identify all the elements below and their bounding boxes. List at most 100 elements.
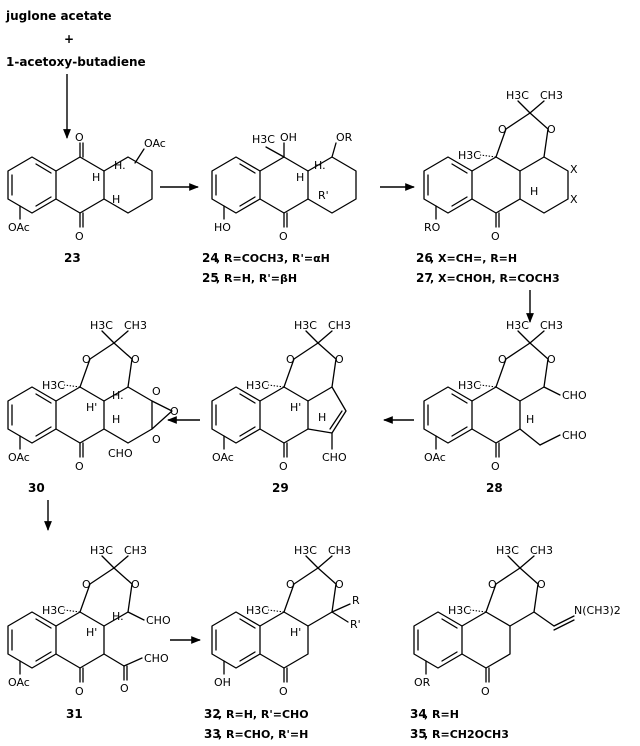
carbonyl-o: O [279, 685, 288, 698]
carbonyl-o: O [75, 460, 84, 473]
ring-o: O [547, 353, 556, 366]
compound-number-33: 33 [204, 727, 221, 741]
structure-26-27: H3C CH3 O O H3C X X H O RO [423, 89, 578, 243]
structure-23: O O H. OAc H H OAc [7, 131, 166, 243]
carbonyl-o: O [75, 685, 84, 698]
carbonyl-o: O [279, 460, 288, 473]
cho-label: CHO [562, 389, 587, 402]
ozonide-o: O [152, 385, 161, 398]
r-label: R [352, 594, 360, 607]
ring-o: O [498, 123, 507, 136]
methyl-label: CH3 [124, 319, 147, 332]
h-label: H. [112, 610, 124, 623]
methyl-label: CH3 [530, 544, 553, 557]
methyl-label: H3C [496, 544, 519, 557]
compound-number-25: 25 [202, 271, 219, 285]
oac-label: OAc [212, 451, 234, 464]
ring-o: O [488, 578, 497, 591]
ring-o: O [335, 578, 344, 591]
x-label: X [570, 193, 578, 206]
cho-label: CHO [108, 447, 133, 460]
carbonyl-o: O [491, 460, 500, 473]
compound-number-31: 31 [66, 707, 83, 721]
ring-o: O [537, 578, 546, 591]
methyl-label: CH3 [328, 544, 351, 557]
h-label: H [530, 185, 538, 198]
carbonyl-o: O [279, 230, 288, 243]
reactant-acetoxy-butadiene: 1-acetoxy-butadiene [6, 55, 146, 69]
h-label: H [526, 413, 534, 426]
or-label: OR [336, 131, 353, 144]
x-label: X [570, 163, 578, 176]
ozonide-o: O [152, 433, 161, 446]
methyl-label: H3C [448, 604, 471, 617]
methyl-label: H3C [252, 133, 275, 146]
carbonyl-o: O [481, 685, 490, 698]
h-label: H' [86, 626, 97, 639]
or-label: OR [414, 676, 431, 689]
h-label: H [296, 171, 304, 184]
r-prime-label: R' [350, 618, 361, 631]
oh-label: OH [214, 676, 231, 689]
compound-caption-25: , R=H, R'=βH [216, 272, 297, 285]
compound-caption-27: , X=CHOH, R=COCH3 [430, 272, 560, 285]
h-label: H. [112, 389, 124, 402]
structure-24-25: H3C OH H. OR H R' O HO [211, 131, 357, 243]
compound-number-28: 28 [486, 481, 503, 495]
ring-o: O [286, 353, 295, 366]
compound-caption-32: , R=H, R'=CHO [218, 708, 309, 721]
ring-o: O [82, 353, 91, 366]
methyl-label: H3C [506, 319, 529, 332]
carbonyl-o: O [75, 131, 84, 144]
structure-28: H3C CH3 O O H3C CHO CHO H O OAc [423, 319, 587, 473]
methyl-label: CH3 [124, 544, 147, 557]
methyl-label: H3C [506, 89, 529, 102]
oh-label: OH [280, 131, 297, 144]
ring-o: O [82, 578, 91, 591]
keto-o: O [120, 682, 129, 695]
methyl-label: H3C [458, 149, 481, 162]
dimethylamino-label: N(CH3)2 [574, 604, 621, 617]
compound-caption-26: , X=CH=, R=H [430, 252, 517, 265]
oac-label: OAc [8, 221, 30, 234]
ring-o: O [131, 353, 140, 366]
compound-caption-33: , R=CHO, R'=H [218, 728, 308, 741]
h-label: H [112, 413, 120, 426]
h-label: H [318, 411, 326, 424]
ho-label: HO [214, 221, 231, 234]
oac-label: OAc [144, 137, 166, 150]
methyl-label: H3C [42, 379, 65, 392]
ring-o: O [286, 578, 295, 591]
methyl-label: H3C [42, 604, 65, 617]
cho-label: CHO [146, 614, 171, 627]
methyl-label: CH3 [540, 89, 563, 102]
structure-32-33: H3C CH3 O O H3C H' R R' O OH [211, 544, 361, 698]
methyl-label: H3C [294, 544, 317, 557]
reactant-juglone-acetate: juglone acetate [5, 9, 112, 23]
methyl-label: CH3 [328, 319, 351, 332]
carbonyl-o: O [491, 230, 500, 243]
methyl-label: H3C [294, 319, 317, 332]
compound-number-35: 35 [410, 727, 427, 741]
structure-30: H3C CH3 O O H3C H' H. H O O O CHO O OAc [7, 319, 179, 473]
structure-31: H3C CH3 O O H3C H' H. CHO CHO O O OAc [7, 544, 171, 698]
compound-number-26: 26 [416, 251, 433, 265]
cho-label: CHO [562, 429, 587, 442]
cho-label: CHO [144, 652, 169, 665]
ring-o: O [131, 578, 140, 591]
methyl-label: H3C [90, 319, 113, 332]
compound-caption-24: , R=COCH3, R'=αH [216, 252, 330, 265]
plus-sign: + [64, 32, 74, 46]
compound-caption-35: , R=CH2OCH3 [424, 728, 509, 741]
compound-number-24: 24 [202, 251, 219, 265]
methyl-label: H3C [246, 379, 269, 392]
methyl-label: CH3 [540, 319, 563, 332]
compound-number-32: 32 [204, 707, 221, 721]
ro-label: RO [424, 221, 441, 234]
compound-number-30: 30 [28, 481, 45, 495]
h-label: H. [314, 159, 326, 172]
h-label: H' [290, 626, 301, 639]
h-label: H' [290, 401, 301, 414]
ozonide-o: O [170, 405, 179, 418]
